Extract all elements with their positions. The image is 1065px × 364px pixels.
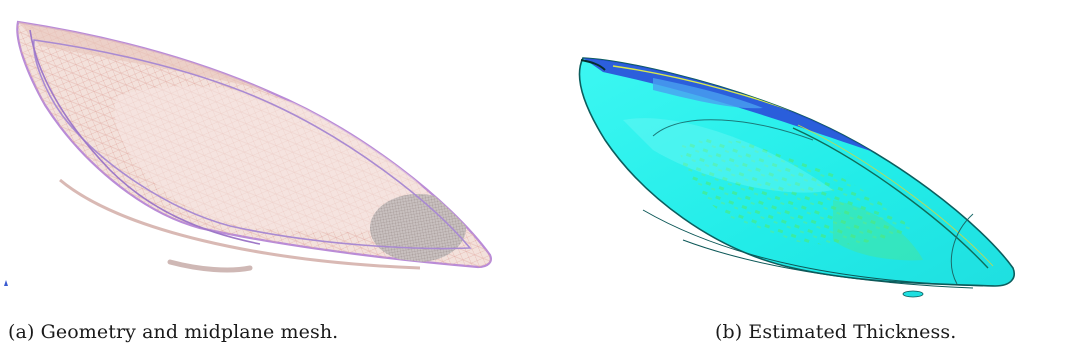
mesh-render-image [4, 20, 492, 286]
figure-b: (b) Estimated Thickness. [533, 0, 1065, 364]
figure-b-caption: (b) Estimated Thickness. [715, 321, 957, 343]
thickness-render-image [578, 57, 1015, 298]
figure-a: (a) Geometry and midplane mesh. [0, 0, 532, 364]
figure-a-caption: (a) Geometry and midplane mesh. [8, 321, 339, 343]
